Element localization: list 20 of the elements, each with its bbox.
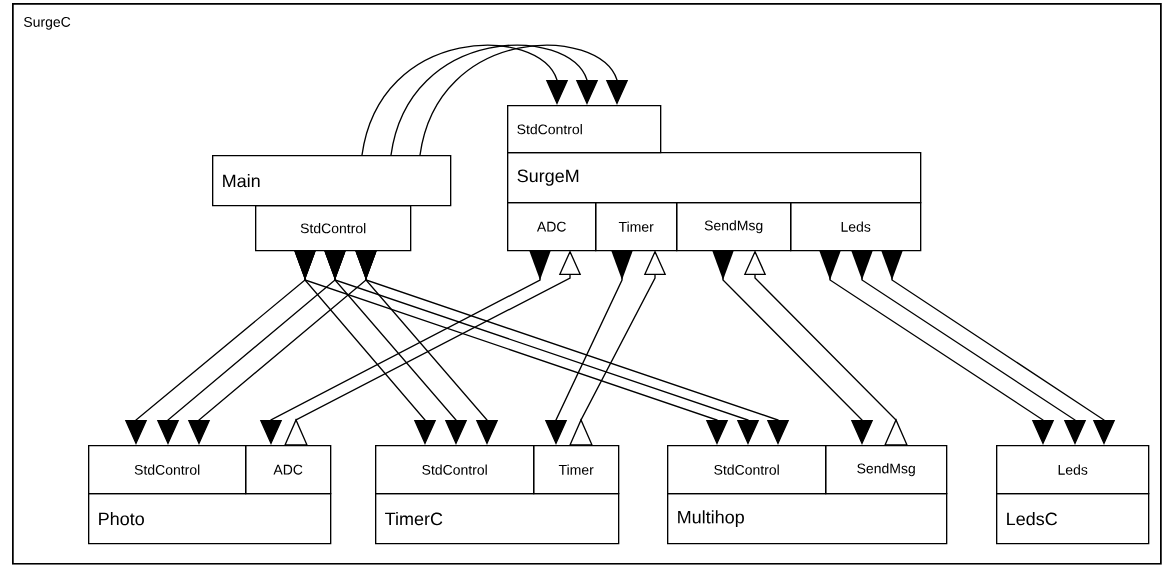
- interface-box: Timer: [595, 202, 678, 252]
- component-box: LedsC: [996, 493, 1150, 545]
- component-box: SurgeM: [507, 152, 922, 204]
- interface-box: StdControl: [667, 445, 827, 495]
- interface-box: SendMsg: [676, 202, 792, 252]
- interface-box: SendMsg: [825, 445, 948, 495]
- interface-box: ADC: [245, 445, 332, 495]
- wire-arrow: [390, 44, 599, 156]
- component-box: Photo: [88, 493, 332, 545]
- wire-arrow: [361, 44, 569, 156]
- wire-arrow: [419, 44, 629, 156]
- interface-box: ADC: [507, 202, 597, 252]
- component-box: TimerC: [375, 493, 620, 545]
- interface-box: Timer: [533, 445, 620, 495]
- component-box: Multihop: [667, 493, 948, 545]
- component-box: Main: [212, 155, 452, 207]
- interface-box: StdControl: [375, 445, 535, 495]
- interface-box: StdControl: [88, 445, 247, 495]
- interface-box: Leds: [996, 445, 1150, 495]
- interface-box: StdControl: [507, 105, 662, 154]
